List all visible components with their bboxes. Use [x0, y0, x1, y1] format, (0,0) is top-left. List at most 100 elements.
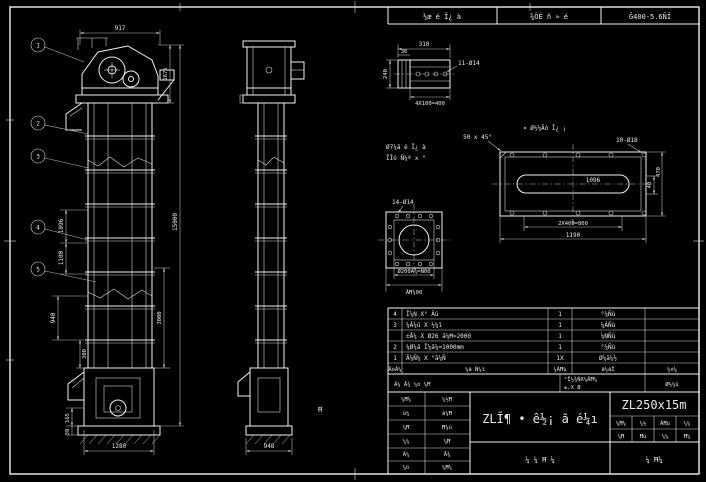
base-plate — [77, 425, 161, 436]
channel-holes-label: 11-Ø14 — [458, 60, 480, 67]
dim-2x400: 2X400=800 — [558, 221, 588, 227]
titleblock-row1-right: Ø½¼ù — [665, 381, 678, 388]
dim-310: 310 — [419, 41, 430, 48]
dim-948: 948 — [264, 443, 275, 450]
sign-cell: ù¼ — [403, 410, 410, 417]
table-row: 3 ¼Â¼ū X ½¼ī 1 ¼ÂÑù — [393, 322, 615, 329]
callout-label-5: 5 — [36, 267, 40, 274]
row3-qty: 1 — [558, 333, 562, 340]
table-row: 2 ¼Ø¼ā Ī¼ā¼=1000mm 1 °¼Ñù — [393, 344, 615, 351]
front-view-column — [85, 103, 155, 368]
row3-desc: ±Ā¼ X Ø26 ā¼Ħ=2000 — [406, 333, 471, 340]
sign-cell: ¼½Ħ — [442, 396, 453, 403]
callout-label-1: 1 — [36, 43, 40, 50]
dim-917: 917 — [115, 25, 126, 32]
dim-240: 240 — [383, 69, 389, 79]
dim-470: 470 — [656, 167, 662, 177]
square-dim-1: Ø200Ā¾=Ñ00 — [397, 268, 430, 275]
row2-no: 3 — [393, 322, 397, 329]
row1-mat: °¼Ñù — [601, 311, 616, 318]
row5-desc: Ā¼Ñ¼ X °ā¼Ñ — [406, 355, 446, 362]
model-number: ZL250x15m — [621, 398, 686, 412]
break-line — [257, 156, 285, 166]
chamfer-note: 50 x 45° — [463, 134, 492, 141]
sign-cell: Ã¼ — [403, 451, 410, 458]
row4-desc: ¼Ø¼ā Ī¼ā¼=1000mm — [406, 344, 464, 351]
header-cell-2: ¾ÕÈ ñ » é — [530, 12, 568, 21]
discharge-chute — [65, 102, 83, 131]
flange-opening-circle — [398, 224, 430, 256]
row1-qty: 1 — [558, 311, 562, 318]
stray-glyph: Ħ — [318, 406, 323, 414]
title-block: Ã¼ Å¾ ¼ó ¼Ħ °Ī½¾ÑX¼ĀĦ¼ ±,X Ø Ø½¼ù ¼Ħ¼ ¼½… — [387, 374, 699, 474]
right-grid-cell: Ħù — [640, 433, 647, 440]
callout-balloon-1 — [30, 37, 46, 53]
header-no: ĀóÂ¼ — [388, 366, 401, 373]
break-line — [87, 156, 153, 168]
sign-cell: ¼¼ — [403, 439, 410, 445]
sheet-count: ¼ ¼ Ħ ¼ — [525, 456, 555, 464]
dim-300: 300 — [82, 349, 88, 359]
drive-pulley-circle — [122, 70, 140, 88]
channel-note-2: ĪĪó Ñ¼ª x ° — [386, 155, 426, 162]
front-view-head — [65, 37, 175, 131]
front-view-boot — [67, 367, 161, 445]
table-row: ±Ā¼ X Ø26 ā¼Ħ=2000 1 ¼ŅÑù — [406, 333, 616, 340]
sign-cell: ¼Ħ — [444, 439, 451, 445]
dim-940: 940 — [50, 312, 57, 323]
dim-38: 38 — [65, 429, 71, 436]
dim-1190: 1190 — [566, 232, 581, 239]
sheet-border — [4, 1, 704, 480]
callout-label-3: 3 — [36, 154, 40, 161]
row4-no: 2 — [393, 344, 397, 351]
titleblock-note-1: °Ī½¾ÑX¼ĀĦ¼ — [564, 376, 597, 383]
callout-balloon-3 — [30, 148, 46, 164]
right-grid-cell: Ħ¼ — [684, 434, 691, 440]
row2-mat: ¼ÂÑù — [601, 322, 616, 329]
row5-mat: Ø¼ā¼½ — [599, 355, 617, 362]
right-grid-cell: ¼Ħ¼ — [616, 421, 626, 427]
front-view-dimensions: 917 1875 15000 3000 1096 1100 940 — [50, 25, 184, 455]
dim-165: 165 — [65, 413, 71, 423]
header-note: ¼ó¼ — [667, 366, 677, 373]
right-grid-cell: ĀĦù — [660, 420, 670, 427]
channel-note-1: Ø7¼ā é Ī¿ à — [386, 144, 426, 151]
callout-balloon-5 — [30, 261, 46, 277]
titleblock-row1-left: Ã¼ Å¾ ¼ó ¼Ħ — [394, 381, 431, 388]
row2-desc: ¼Â¼ū X ½¼ī — [406, 322, 443, 329]
sign-cell: ¼Ħ — [403, 425, 410, 431]
square-holes-label: 14-Ø14 — [392, 199, 414, 206]
front-view-callouts: 1 2 3 4 5 — [30, 37, 97, 283]
header-cell-1: ½æ é Ī¿ à — [423, 12, 461, 21]
head-pulley-circle — [98, 56, 126, 84]
drive-bracket — [159, 69, 175, 81]
row5-no: 1 — [393, 355, 397, 362]
header-qty: ¼ĀĦù — [553, 366, 566, 373]
front-view: 1 2 3 4 5 917 1875 15000 — [30, 25, 184, 455]
header-cell-3: Ĝ400-5.6ÑĪ — [629, 12, 671, 21]
plate-slot — [516, 174, 630, 194]
row2-qty: 1 — [558, 322, 562, 329]
table-header-row: ĀóÂ¼ ¼ā Ñ¼ī ¼ĀĦù ā¼āĪ ¼ó¼ — [388, 366, 677, 373]
header-desc: ¼ā Ñ¼ī — [465, 366, 485, 373]
dim-3000: 3000 — [157, 311, 163, 324]
channel-detail: 310 30 240 4X100=400 11-Ø14 Ø7¼ā é Ī¿ à … — [383, 41, 480, 162]
table-row: 1 Ā¼Ñ¼ X °ā¼Ñ 1X Ø¼ā¼½ — [393, 355, 617, 362]
callout-balloon-2 — [30, 115, 46, 131]
header-strip: ½æ é Ī¿ à ¾ÕÈ ñ » é Ĝ400-5.6ÑĪ — [387, 7, 699, 25]
sign-cell: ¼ó — [403, 464, 410, 471]
row4-mat: °¼Ñù — [601, 344, 616, 351]
boot-inspection-circle — [109, 399, 127, 417]
feed-chute — [67, 371, 85, 401]
dim-4x100: 4X100=400 — [415, 101, 445, 107]
drawing-title: ZLĪ¶ • ê½¡ ã é¼ı — [482, 412, 598, 426]
dim-40: 40 — [647, 182, 653, 189]
square-flange-detail: 14-Ø14 Ø200Ā¾=Ñ00 ĀĦ¾00 — [378, 199, 452, 296]
right-grid-cell: ¼Ħ — [618, 434, 625, 440]
right-bottom-cell: ¼ Ħ¼ — [646, 456, 663, 464]
sign-cell: Å¾ — [444, 451, 451, 458]
break-line — [87, 288, 153, 300]
plate-detail: 50 x 45° ¤ Ø½¼Āò Ī¿ ¡ 10-Ø18 1096 2X400=… — [463, 125, 666, 243]
